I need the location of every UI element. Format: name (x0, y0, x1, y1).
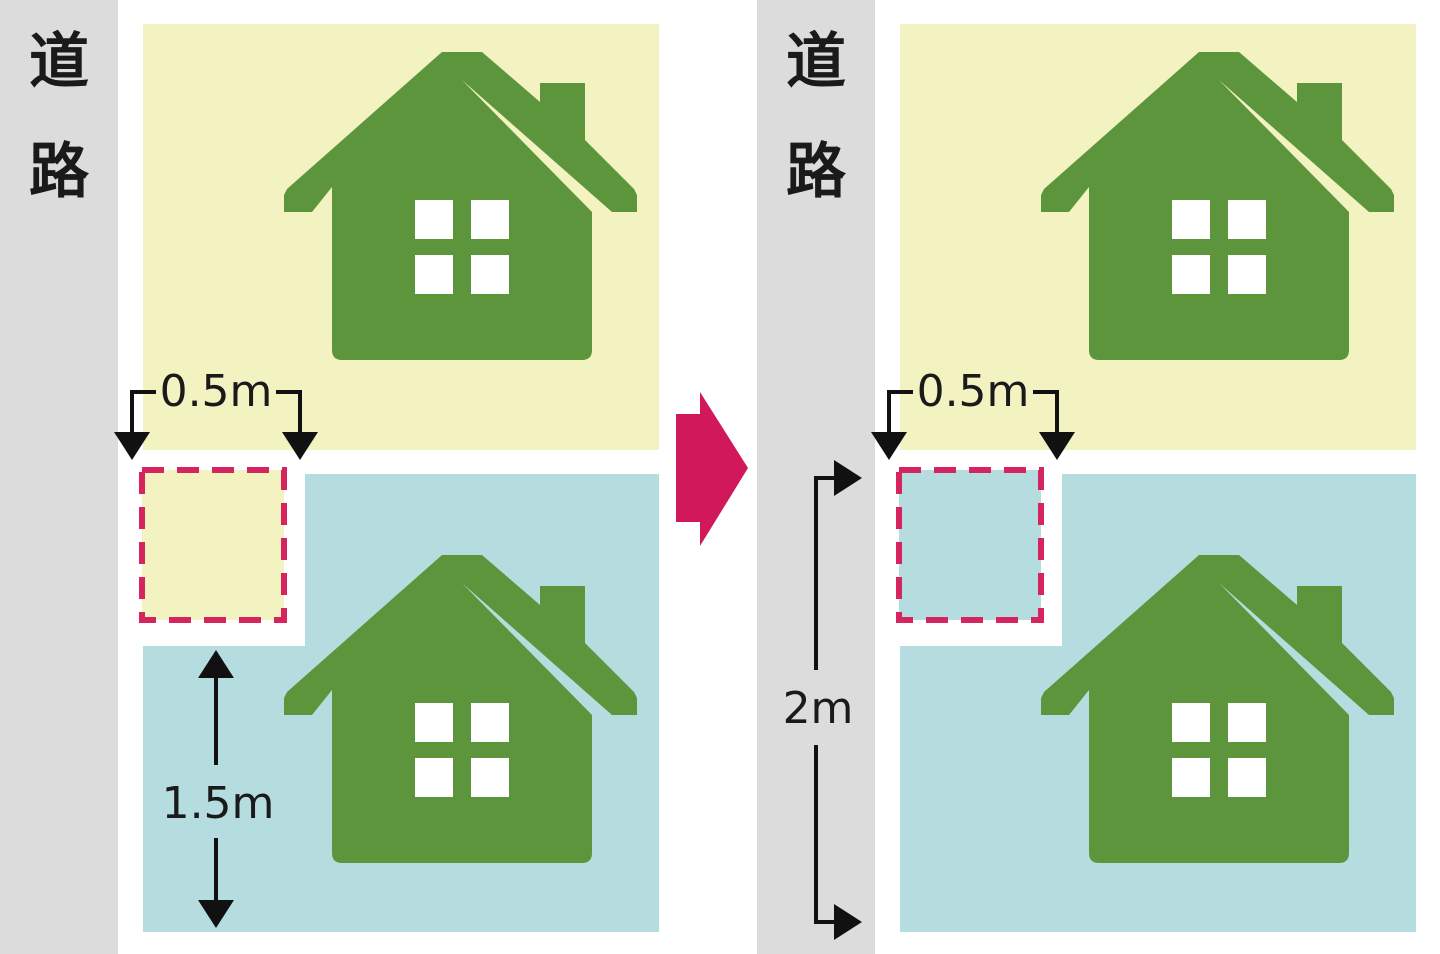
left-road-label-2: 路 (29, 137, 90, 207)
right-depth-label: 2m (783, 683, 854, 734)
left-diagram: 道 路 0.5m 1.5m (0, 0, 659, 954)
right-width-dimension (871, 390, 1075, 460)
left-depth-dimension (198, 650, 234, 928)
left-width-label: 0.5m (160, 366, 273, 417)
right-chevron-arrow-icon (676, 392, 748, 546)
right-road-label-2: 路 (786, 137, 847, 207)
left-corner-cut-area (139, 467, 287, 623)
left-road-label-1: 道 (29, 27, 89, 97)
left-width-dimension (114, 390, 318, 460)
right-corner-cut-area (896, 467, 1044, 623)
left-depth-label: 1.5m (162, 778, 275, 829)
right-diagram: 道 路 0.5m 2m (757, 0, 1416, 954)
right-depth-dimension (814, 460, 862, 940)
right-road-label-1: 道 (786, 27, 846, 97)
left-road (0, 0, 118, 954)
right-width-label: 0.5m (917, 366, 1030, 417)
